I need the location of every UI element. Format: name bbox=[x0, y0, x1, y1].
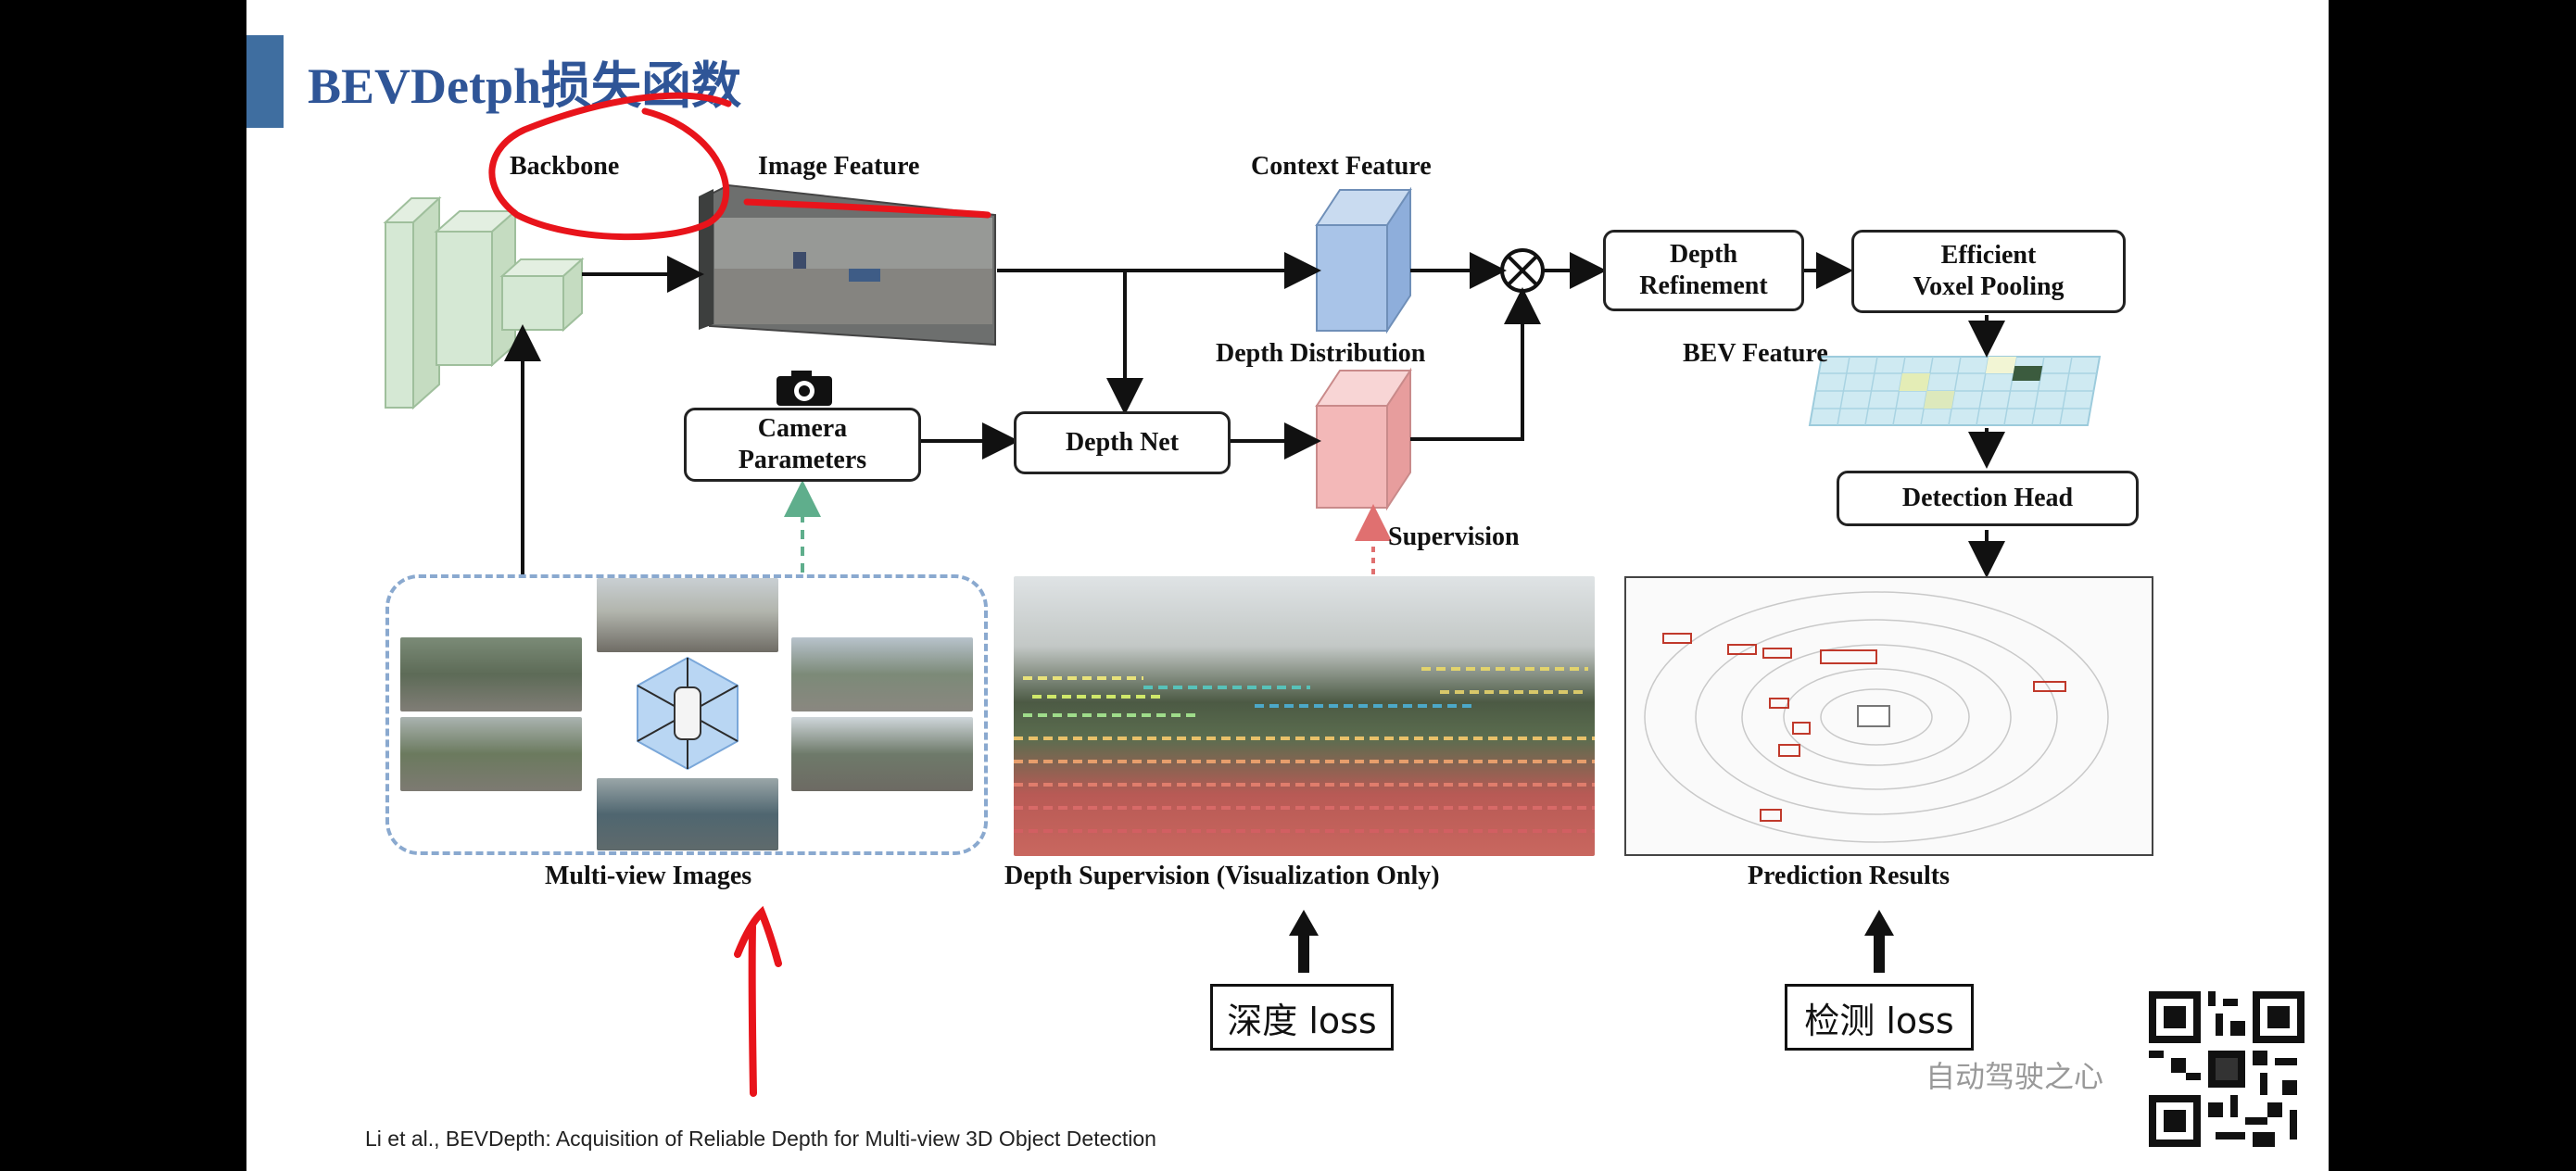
camera-parameters-box: Camera Parameters bbox=[684, 408, 921, 482]
bev-feature-grid bbox=[1808, 356, 2102, 426]
context-feature-label: Context Feature bbox=[1251, 152, 1432, 181]
prediction-pointcloud bbox=[1644, 591, 2109, 843]
slide: BEVDetph损失函数 bbox=[246, 0, 2329, 1171]
multi-view-images-label: Multi-view Images bbox=[545, 862, 752, 890]
depth-distribution-block bbox=[1315, 367, 1412, 511]
multi-view-photo-back bbox=[597, 778, 778, 850]
depth-distribution-label: Depth Distribution bbox=[1216, 339, 1426, 368]
flow-arrows bbox=[504, 252, 2005, 578]
depth-loss-box: 深度 loss bbox=[1210, 984, 1394, 1051]
context-feature-block bbox=[1315, 186, 1412, 334]
prediction-results-label: Prediction Results bbox=[1748, 862, 1951, 890]
image-feature-slab bbox=[699, 183, 996, 346]
circled-times-icon bbox=[1500, 248, 1545, 293]
multi-view-photo-front-left bbox=[400, 637, 582, 711]
prediction-results-image bbox=[1624, 576, 2153, 856]
supervision-label: Supervision bbox=[1388, 523, 1520, 551]
qr-code-icon bbox=[2149, 991, 2305, 1147]
citation: Li et al., BEVDepth: Acquisition of Reli… bbox=[365, 1127, 1156, 1151]
image-feature-label: Image Feature bbox=[758, 152, 920, 181]
detection-head-box: Detection Head bbox=[1837, 471, 2139, 526]
depth-supervision-label: Depth Supervision (Visualization Only) bbox=[1004, 862, 1440, 890]
backbone-label: Backbone bbox=[510, 152, 620, 181]
efficient-voxel-pooling-box: Efficient Voxel Pooling bbox=[1851, 230, 2126, 313]
depth-net-box: Depth Net bbox=[1014, 411, 1231, 474]
multi-view-photo-back-left bbox=[400, 717, 582, 791]
bev-feature-label: BEV Feature bbox=[1683, 339, 1828, 368]
multi-view-photo-front bbox=[597, 578, 778, 652]
camera-icon bbox=[777, 371, 832, 406]
watermark-text: 自动驾驶之心 bbox=[1926, 1059, 2104, 1094]
up-arrow-icon bbox=[1289, 910, 1319, 973]
multi-view-photo-front-right bbox=[791, 637, 973, 711]
multi-view-images-group bbox=[385, 574, 988, 855]
depth-refinement-box: Depth Refinement bbox=[1603, 230, 1804, 311]
depth-supervision-image bbox=[1014, 576, 1595, 856]
up-arrow-icon bbox=[1864, 910, 1894, 973]
backbone-blocks bbox=[383, 195, 585, 410]
title-accent-bar bbox=[246, 35, 284, 128]
multi-view-photo-back-right bbox=[791, 717, 973, 791]
lidar-points-overlay bbox=[1014, 667, 1595, 833]
detection-loss-box: 检测 loss bbox=[1785, 984, 1974, 1051]
